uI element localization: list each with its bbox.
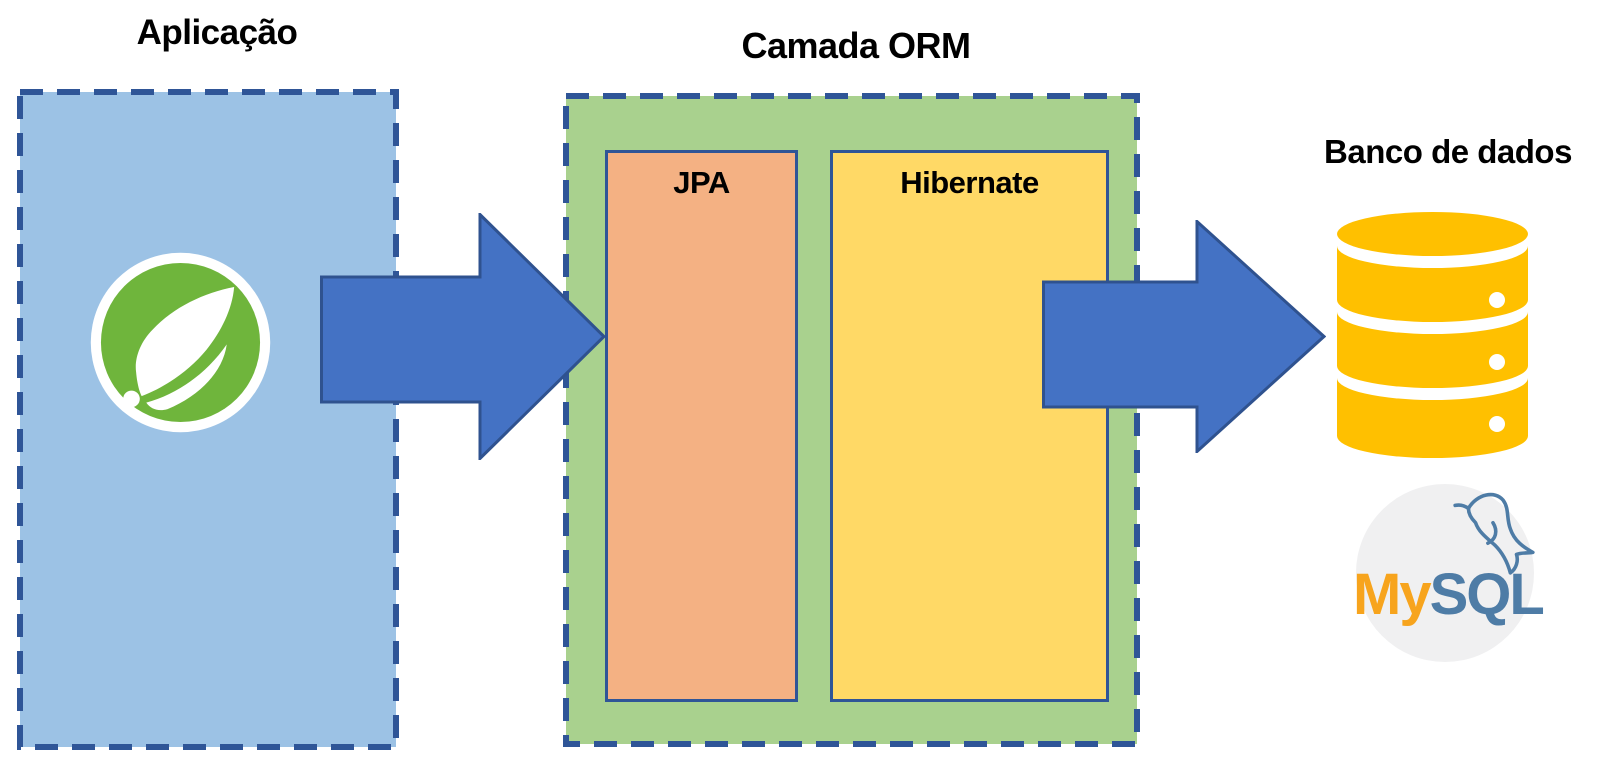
hibernate-box: Hibernate [830,150,1109,702]
mysql-wordmark: MySQL [1353,566,1545,624]
arrow-app-to-orm-icon [320,213,606,460]
mysql-dolphin-icon [1453,492,1535,575]
db-led-dot [1489,354,1505,370]
hibernate-label: Hibernate [900,165,1039,200]
database-title: Banco de dados [1324,133,1572,170]
arrow-orm-to-db-icon [1042,220,1326,453]
spring-leaf-icon [90,252,271,433]
mysql-logo: MySQL [1353,484,1545,662]
db-led-dot [1489,416,1505,432]
application-box [17,89,399,750]
db-led-dot [1489,292,1505,308]
mysql-wordmark-sql: SQL [1429,562,1545,627]
orm-layer-title: Camada ORM [741,25,971,66]
application-title: Aplicação [136,13,298,52]
orm-layer-box: JPA Hibernate [563,93,1140,747]
jpa-label: JPA [673,165,730,200]
jpa-box: JPA [605,150,798,702]
database-cylinder-icon [1337,212,1528,458]
mysql-wordmark-my: My [1353,562,1432,627]
